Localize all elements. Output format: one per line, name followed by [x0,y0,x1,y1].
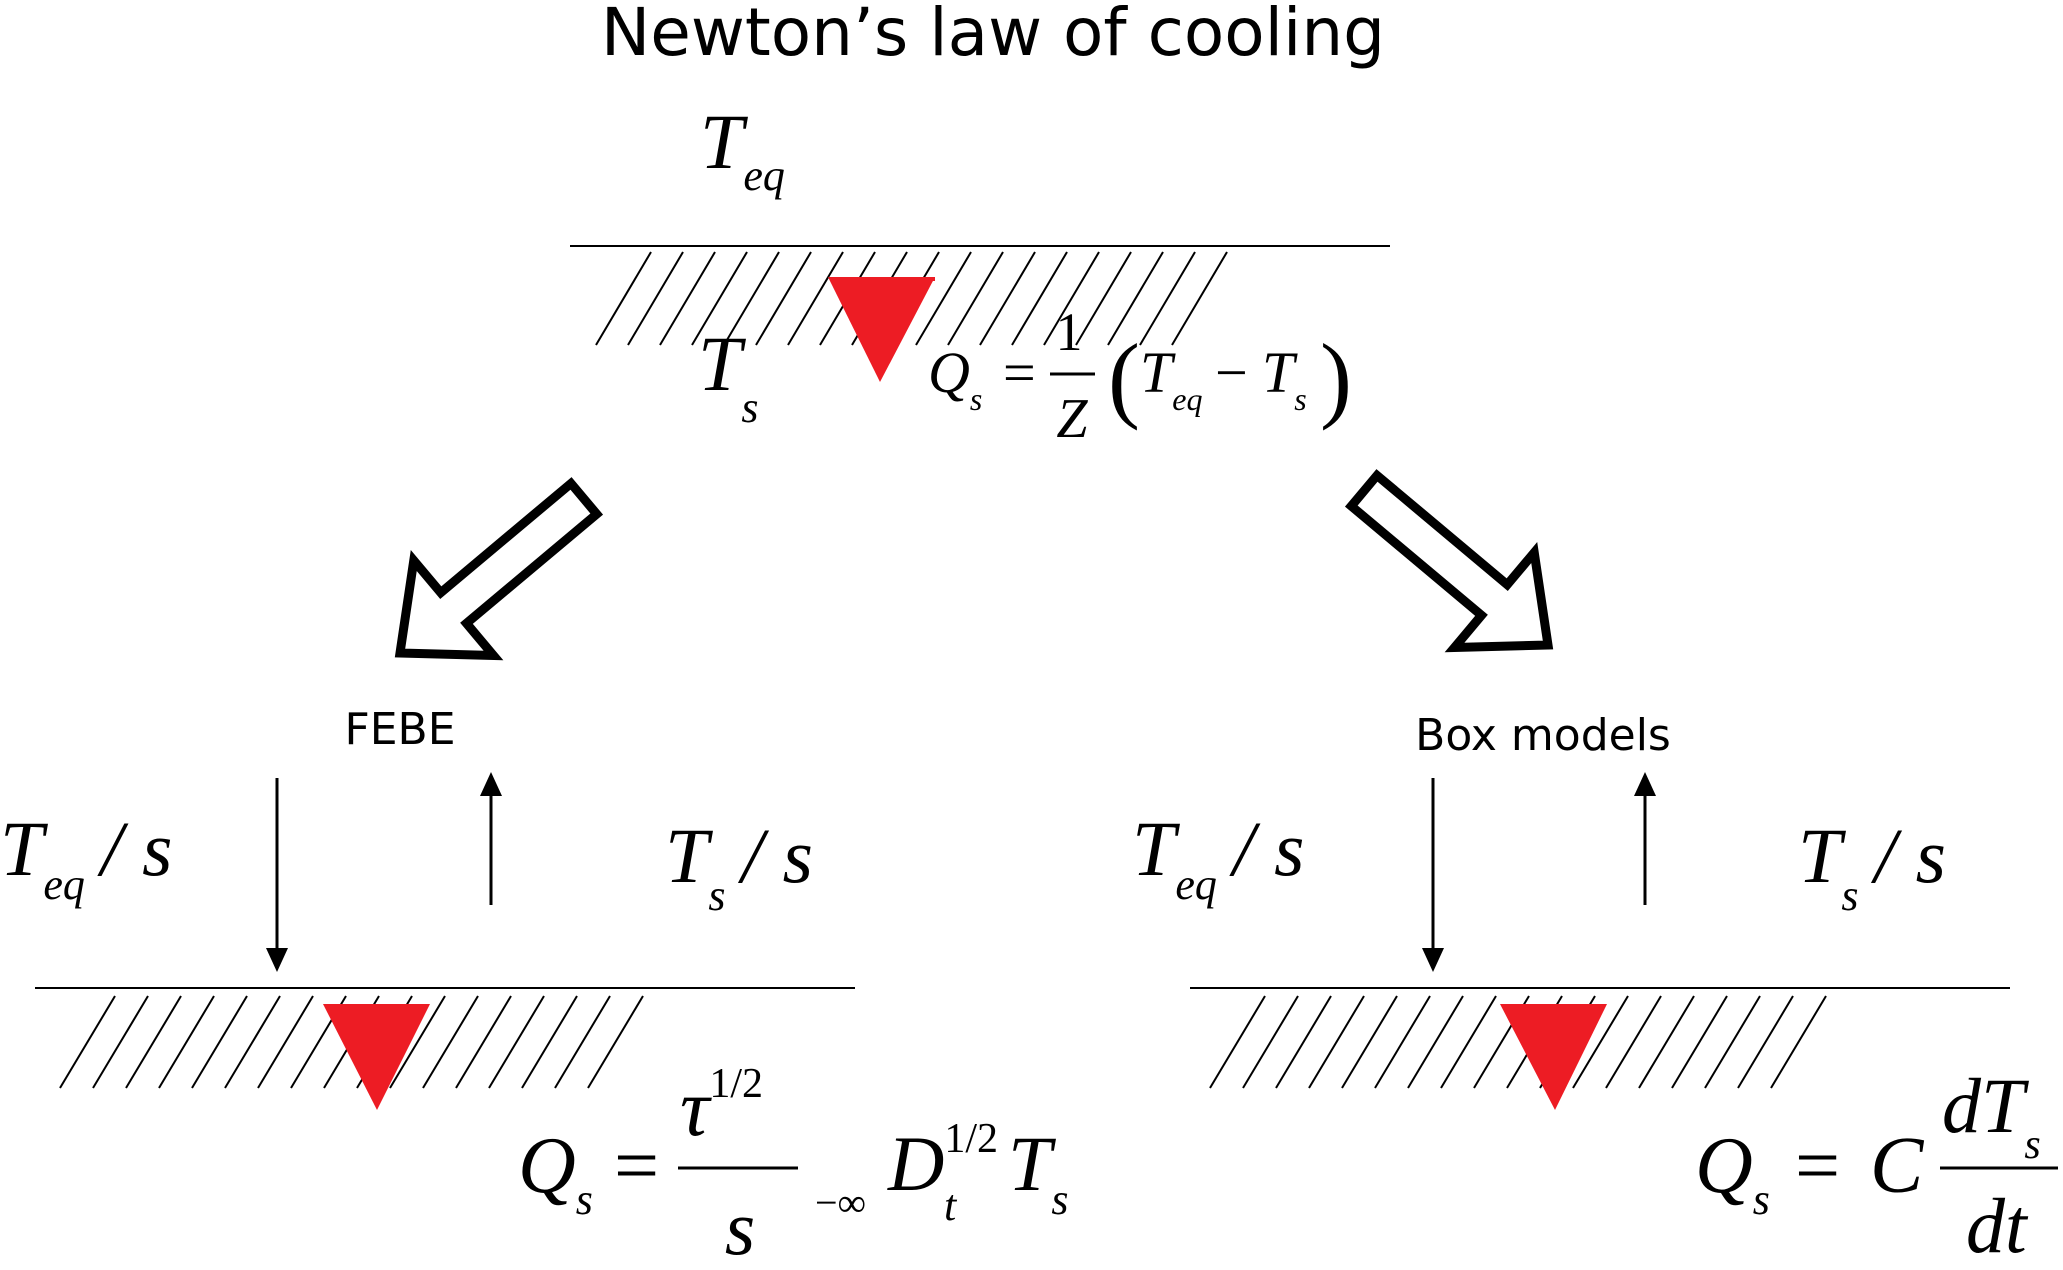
left-formula-denominator: s [725,1184,755,1270]
right-formula-denominator: dt [1966,1182,2029,1269]
hatch-stroke [979,251,1036,346]
box-models-label: Box models [1415,710,1671,761]
right-formula-equals: = [1795,1122,1840,1210]
diagram-title: Newton’s law of cooling [601,0,1385,71]
hatch-stroke [1139,251,1196,346]
hatch-stroke [1671,995,1728,1089]
left-hollow-arrow-icon [394,477,604,661]
hatch-stroke [422,995,479,1089]
top-formula-minus: − [1215,340,1248,405]
hatch-stroke [1308,995,1365,1089]
hatch-stroke [755,251,812,346]
top-formula-denominator: Z [1056,388,1088,450]
hatch-stroke [1374,995,1431,1089]
hatch-stroke [915,251,972,346]
top-formula-q: Qs [928,340,982,417]
top-teq-label: Teq [700,98,785,200]
right-ts-label: Ts/ s [1798,812,1946,920]
hatch-stroke [1704,995,1761,1089]
hatch-stroke [1242,995,1299,1089]
hatch-stroke [224,995,281,1089]
hatch-stroke [691,251,748,346]
right-formula-c: C [1870,1122,1925,1210]
hatch-stroke [947,251,1004,346]
top-flux-marker-icon [828,277,935,382]
hatch-stroke [191,995,248,1089]
hatch-stroke [1440,995,1497,1089]
hatch-stroke [787,251,844,346]
left-formula-ts: Ts [1008,1120,1069,1224]
hatch-stroke [1275,995,1332,1089]
left-ts-label: Ts/ s [665,812,813,920]
right-formula-q: Qs [1695,1122,1770,1224]
top-formula-numerator: 1 [1056,302,1083,362]
top-formula: Qs = 1 Z ( Teq − Ts ) [928,302,1352,450]
top-panel: Teq Ts Qs = 1 Z ( Teq − Ts ) [570,98,1390,450]
right-up-arrowhead-icon [1634,772,1656,796]
left-flux-marker-icon [323,1004,430,1110]
top-formula-open-paren: ( [1108,324,1140,431]
left-formula-derivative-sub: t [944,1181,958,1230]
right-teq-label: Teq/ s [1132,805,1304,909]
right-down-arrowhead-icon [1422,948,1444,972]
hatch-stroke [521,995,578,1089]
top-formula-teq: Teq [1140,340,1202,417]
right-hollow-arrow-icon [1344,469,1554,653]
hatch-stroke [659,251,716,346]
left-formula-derivative: D1/2 [887,1116,998,1207]
febe-label: FEBE [344,704,455,755]
hatch-stroke [1075,251,1132,346]
right-panel: Box models Teq/ s Ts/ s Qs = C dTs dt [1132,710,2058,1269]
hatch-stroke [59,995,116,1089]
hatch-stroke [389,995,446,1089]
top-ground-hatch [595,251,1228,346]
hatch-stroke [1209,995,1266,1089]
top-ts-label: Ts [698,320,759,432]
hatch-stroke [627,251,684,346]
hatch-stroke [587,995,644,1089]
hatch-stroke [554,995,611,1089]
hatch-stroke [595,251,652,346]
right-formula-numerator: dTs [1942,1062,2041,1168]
top-formula-ts: Ts [1262,340,1307,417]
top-formula-equals: = [1003,340,1036,405]
left-formula-tau: τ1/2 [680,1061,763,1153]
hatch-stroke [1770,995,1827,1089]
left-formula-equals: = [614,1122,659,1210]
hatch-stroke [1572,995,1629,1089]
hatch-stroke [1011,251,1068,346]
hatch-stroke [1737,995,1794,1089]
left-formula-lower-limit: −∞ [815,1180,866,1225]
left-teq-label: Teq/ s [0,805,172,909]
hatch-stroke [455,995,512,1089]
top-formula-close-paren: ) [1320,324,1352,431]
hatch-stroke [1605,995,1662,1089]
left-down-arrowhead-icon [266,948,288,972]
right-formula: Qs = C dTs dt [1695,1062,2058,1269]
right-flux-marker-icon [1500,1004,1607,1110]
hatch-stroke [125,995,182,1089]
hatch-stroke [1171,251,1228,346]
left-formula-q: Qs [518,1122,593,1224]
left-up-arrowhead-icon [480,772,502,796]
hatch-stroke [158,995,215,1089]
hatch-stroke [1107,251,1164,346]
hatch-stroke [1638,995,1695,1089]
hatch-stroke [1407,995,1464,1089]
hatch-stroke [92,995,149,1089]
hatch-stroke [1341,995,1398,1089]
hatch-stroke [488,995,545,1089]
hatch-stroke [1043,251,1100,346]
hatch-stroke [257,995,314,1089]
left-panel: FEBE Teq/ s Ts/ s Qs = τ1/2 s −∞ D1 [0,704,1069,1270]
left-formula: Qs = τ1/2 s −∞ D1/2 t Ts [518,1061,1069,1270]
hatch-stroke [723,251,780,346]
